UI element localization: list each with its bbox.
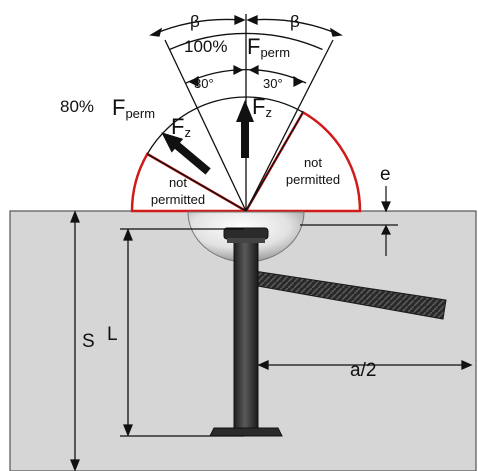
not-permitted-left-line2: permitted	[151, 192, 205, 207]
dimension-a-half-label: a/2	[350, 360, 376, 381]
fz-vertical-label: Fz	[252, 94, 272, 120]
thirty-degree-arrows	[188, 65, 304, 87]
perm-subscript: perm	[125, 106, 155, 121]
dimension-e	[300, 186, 398, 256]
not-permitted-right-line2: permitted	[286, 172, 340, 187]
perm-subscript: perm	[260, 45, 290, 60]
percent-80-label: 80%	[60, 97, 94, 116]
fz-letter: F	[171, 114, 184, 139]
fz-letter: F	[252, 94, 265, 119]
beta-label-left: β	[190, 12, 200, 31]
f-letter: F	[112, 95, 125, 120]
dimension-a-half	[257, 359, 473, 371]
dimension-e-label: e	[380, 164, 391, 185]
angle-label-left: 30°	[194, 76, 214, 91]
fz-subscript: z	[184, 125, 191, 140]
f-perm-reduced-label: Fperm	[112, 95, 155, 121]
not-permitted-zone-left	[130, 152, 251, 213]
fz-vertical-arrow	[236, 100, 254, 158]
not-permitted-right-line1: not	[304, 155, 322, 170]
anchor-shaft	[233, 235, 259, 435]
fz-inclined-label: Fz	[171, 114, 191, 140]
not-permitted-left-line1: not	[169, 175, 187, 190]
dimension-s-label: S	[82, 331, 95, 352]
angle-label-right: 30°	[263, 76, 283, 91]
anchor-neck	[227, 238, 265, 243]
f-perm-main-label: Fperm	[247, 34, 290, 60]
percent-100-label: 100%	[184, 37, 227, 56]
dimension-l	[120, 228, 244, 437]
anchor-foot	[209, 427, 283, 437]
dimension-l-label: L	[107, 324, 118, 345]
f-letter: F	[247, 34, 260, 59]
fz-subscript: z	[265, 105, 272, 120]
beta-label-right: β	[290, 12, 300, 31]
not-permitted-zone-right	[243, 110, 362, 213]
dimension-s	[70, 210, 80, 471]
fz-inclined-arrow	[161, 132, 211, 175]
beta-angle-arrows	[149, 14, 343, 37]
